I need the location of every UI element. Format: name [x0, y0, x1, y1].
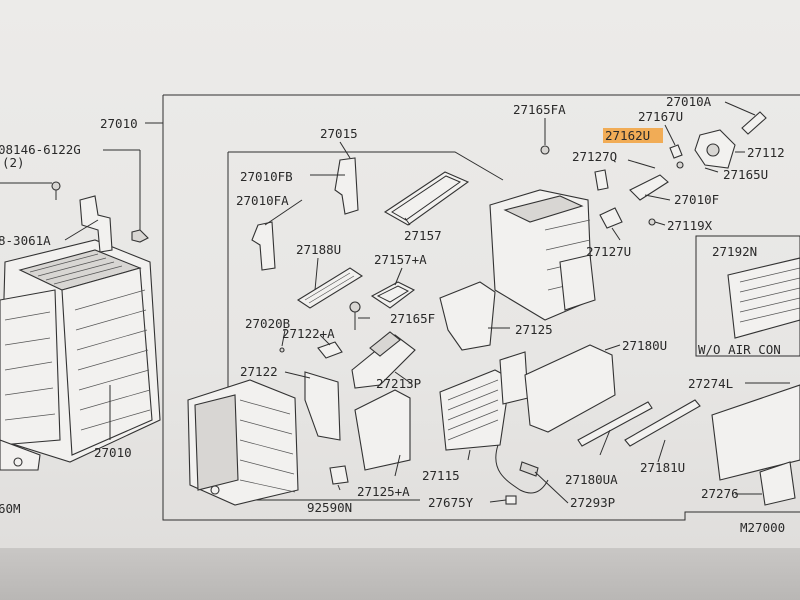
part-27125a	[354, 389, 411, 471]
label-08146: 08146-6122G	[0, 142, 81, 157]
part-27122-side	[304, 371, 341, 441]
part-27122a	[279, 341, 343, 359]
label-27157: 27157	[404, 228, 442, 243]
part-27181u	[624, 399, 701, 447]
part-27213p	[351, 331, 416, 389]
label-27119x: 27119X	[667, 218, 713, 233]
highlight-marker	[603, 128, 663, 143]
screw-27010a	[741, 111, 767, 135]
label-27015: 27015	[320, 126, 358, 141]
label-27167u: 27167U	[638, 109, 683, 124]
part-27180ua	[577, 401, 653, 447]
label-27020b: 27020B	[245, 316, 290, 331]
monitor-bezel	[0, 548, 800, 600]
label-27276: 27276	[701, 486, 739, 501]
label-27165fa: 27165FA	[513, 102, 566, 117]
label-27010f: 27010F	[674, 192, 719, 207]
heater-case-27122	[187, 379, 299, 506]
actuator-27112	[694, 129, 736, 169]
part-27010fa	[251, 221, 276, 271]
label-27162u: 27162U	[605, 128, 650, 143]
part-27276	[759, 461, 796, 506]
label-27274l: 27274L	[688, 376, 733, 391]
label-27165u: 27165U	[723, 167, 768, 182]
label-27112: 27112	[747, 145, 785, 160]
label-27157a: 27157+A	[374, 252, 427, 267]
label-27122a: 27122+A	[282, 326, 335, 341]
part-27157	[383, 171, 470, 226]
leader-lines	[0, 101, 790, 504]
label-27125: 27125	[515, 322, 553, 337]
label-60m: 60M	[0, 501, 21, 516]
heater-unit-left	[0, 239, 161, 471]
label-27122: 27122	[240, 364, 278, 379]
filter-27274l	[711, 384, 800, 481]
label-27010-left: 27010	[94, 445, 132, 460]
label-27010fa: 27010FA	[236, 193, 289, 208]
label-27115: 27115	[422, 468, 460, 483]
label-27675y: 27675Y	[428, 495, 474, 510]
small-parts-27167u	[540, 144, 684, 229]
sensor-27293p	[495, 444, 549, 505]
label-27293p: 27293P	[570, 495, 615, 510]
label-27010-top: 27010	[100, 116, 138, 131]
diagram-frame	[162, 94, 800, 521]
label-qty-2: (2)	[2, 155, 25, 170]
blower-housing-27125	[489, 189, 596, 321]
inset-frame	[695, 235, 800, 357]
label-27127u: 27127U	[586, 244, 631, 259]
part-92590n	[329, 465, 349, 485]
part-27157a	[370, 281, 416, 309]
label-27181u: 27181U	[640, 460, 685, 475]
label-27165f: 27165F	[390, 311, 435, 326]
label-wo-aircon: W/O AIR CON	[698, 342, 781, 357]
label-27188u: 27188U	[296, 242, 341, 257]
part-labels: 27010 08146-6122G (2) 8-3061A 27010 60M …	[0, 94, 785, 535]
part-27188u	[296, 267, 364, 309]
label-3061a: 8-3061A	[0, 233, 51, 248]
label-92590n: 92590N	[307, 500, 352, 515]
duct-27125	[439, 281, 496, 351]
part-27010fb	[334, 157, 359, 215]
label-diagram-id: M27000	[740, 520, 785, 535]
part-27165f	[349, 301, 361, 330]
evaporator-27180u	[524, 344, 616, 433]
heater-core-27115	[439, 351, 529, 451]
label-27213p: 27213P	[376, 376, 421, 391]
label-27127q: 27127Q	[572, 149, 617, 164]
bracket-left	[51, 150, 149, 253]
label-27192n: 27192N	[712, 244, 757, 259]
label-27010fb: 27010FB	[240, 169, 293, 184]
label-27125a: 27125+A	[357, 484, 410, 499]
label-27010a: 27010A	[666, 94, 712, 109]
label-27180ua: 27180UA	[565, 472, 618, 487]
label-27180u: 27180U	[622, 338, 667, 353]
filter-27192n	[727, 257, 800, 339]
